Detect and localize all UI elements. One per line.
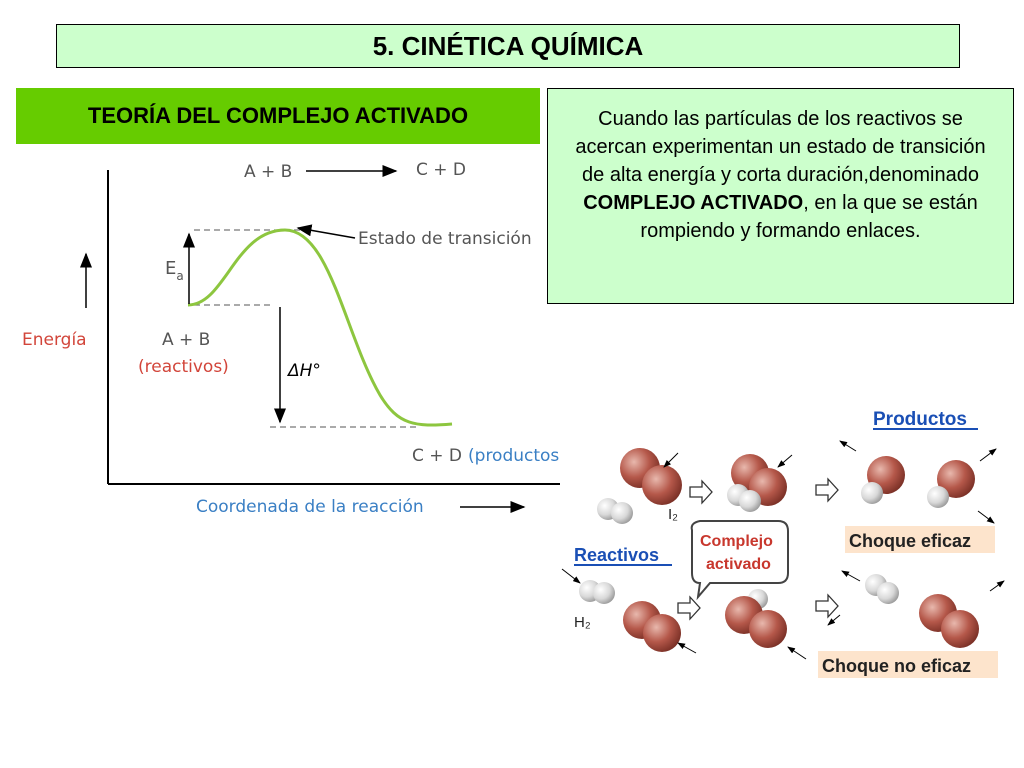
reactants-note: (reactivos) [138, 357, 229, 377]
choque-no-eficaz-bg [818, 651, 998, 678]
activated-complex-bottom [725, 589, 787, 648]
energy-diagram: A + B C + D Ea ΔH° Estado de transición … [22, 160, 560, 517]
transition-state-label: Estado de transición [358, 229, 532, 249]
complejo-line1: Complejo [700, 533, 773, 550]
reactivos-group: Reactivos [574, 545, 672, 566]
h2-molecule-bottom [579, 580, 615, 604]
choque-eficaz-bg [845, 526, 995, 553]
h2-motion-arrow [561, 568, 581, 584]
choque-eficaz-label: Choque eficaz [849, 531, 971, 551]
note-text-part1: Cuando las partículas de los reactivos s… [575, 108, 986, 186]
reactants-label: A + B [162, 330, 210, 350]
collision-illustration: Productos I₂ Reactivos H₂ Complejo activ… [561, 409, 1005, 678]
activated-complex-top [727, 454, 787, 512]
delta-h-label: ΔH° [286, 361, 321, 381]
complejo-activado-bubble: Complejo activado [690, 520, 789, 601]
i2-label: I₂ [668, 506, 678, 523]
x-axis-label: Coordenada de la reacción [196, 497, 424, 517]
slide-title: 5. CINÉTICA QUÍMICA [56, 24, 960, 68]
choque-no-eficaz-label: Choque no eficaz [822, 656, 971, 676]
stage-arrow-top-2 [815, 477, 839, 503]
ea-label: Ea [165, 258, 184, 283]
note-text-bold: COMPLEJO ACTIVADO [583, 192, 804, 214]
reaction-reactants: A + B [244, 162, 292, 182]
reactivos-label: Reactivos [574, 545, 659, 565]
complejo-line2: activado [706, 556, 771, 573]
ineffective-products [827, 570, 1005, 648]
explanation-note: Cuando las partículas de los reactivos s… [547, 88, 1014, 304]
transition-pointer-arrow [296, 224, 356, 239]
complex-bottom-arrow [787, 646, 807, 660]
reaction-products: C + D [416, 160, 466, 180]
products-label: C + D(productos) [412, 446, 560, 466]
y-axis-label: Energía [22, 330, 87, 350]
i2-molecule [620, 448, 682, 505]
productos-label: Productos [873, 409, 967, 430]
stage-arrow-bottom-1 [677, 595, 701, 621]
h2-molecule-top [597, 498, 633, 524]
i2-bottom-motion-arrow [677, 642, 697, 654]
note-text-part2: , en la que se están rompiendo y formand… [640, 192, 978, 242]
energy-curve [187, 228, 453, 427]
i2-motion-arrow [663, 452, 679, 468]
complex-top-arrow [777, 454, 793, 468]
h2-label: H₂ [574, 614, 591, 631]
effective-products [839, 440, 997, 524]
stage-arrow-top-1 [689, 479, 713, 505]
stage-arrow-bottom-2 [815, 593, 839, 619]
section-subtitle: TEORÍA DEL COMPLEJO ACTIVADO [16, 88, 540, 144]
i2-molecule-bottom [623, 601, 681, 652]
